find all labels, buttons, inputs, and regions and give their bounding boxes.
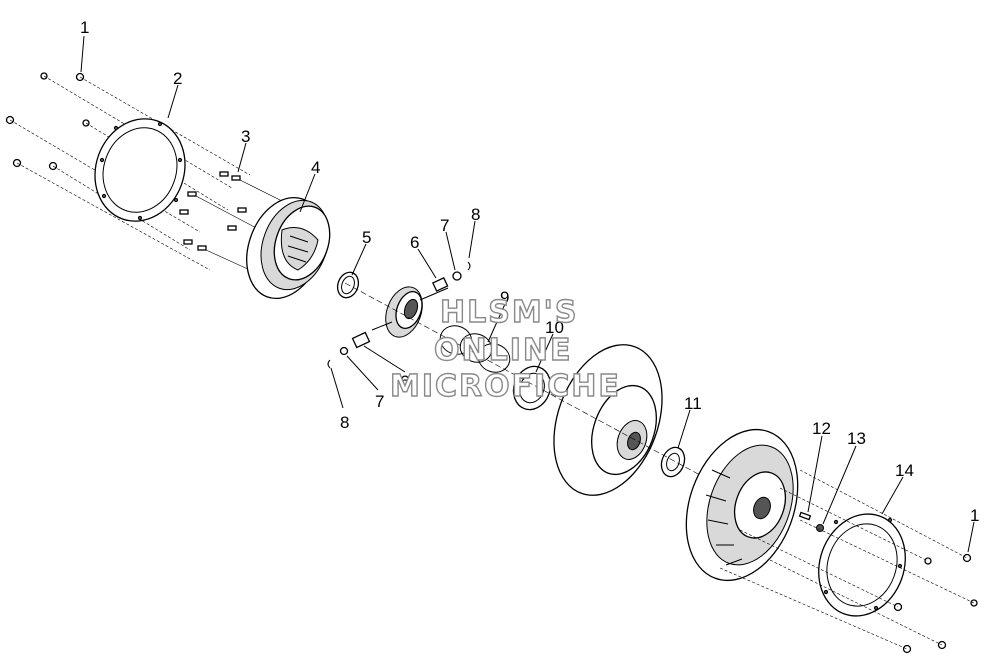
callout-6-lower: 6 [400,372,409,391]
callout-8-upper: 8 [471,205,480,224]
right-gasket [818,513,906,617]
left-gasket [94,118,186,222]
callout-7-upper: 7 [440,216,449,235]
callout-10: 10 [545,318,564,337]
callout-13: 13 [847,429,866,448]
right-bolt-group [719,469,978,654]
callout-3: 3 [241,127,250,146]
callout-labels: 1 2 3 4 5 6 7 8 9 10 6 7 8 11 12 13 14 1 [80,18,979,525]
watermark-line-3: MICROFICHE [390,369,621,404]
callout-12: 12 [812,419,831,438]
leader-lines [80,35,975,553]
watermark-line-2: ONLINE [434,333,573,368]
callout-9: 9 [500,288,509,307]
watermark-line-1: HLSM'S [440,295,578,330]
sheave-disc [553,344,663,496]
callout-1-right: 1 [970,506,979,525]
spacer-washer [660,446,686,478]
assembly-axis [344,282,701,476]
center-hub-assembly [371,286,449,338]
callout-7-lower: 7 [375,392,384,411]
fan-sheave [685,428,824,582]
upper-bushing-set [432,261,471,292]
watermark: HLSM'S ONLINE MICROFICHE [389,294,621,404]
cover-housing [246,196,331,300]
callout-6-upper: 6 [410,233,419,252]
callout-11: 11 [684,394,702,413]
o-ring-set [439,325,552,411]
left-bolt-group [5,72,251,271]
callout-8-lower: 8 [340,413,349,432]
callout-14: 14 [895,461,914,480]
housing-bolts [179,171,291,271]
seal [336,271,360,299]
lower-bushing-set [327,331,371,369]
callout-5: 5 [362,228,371,247]
callout-4: 4 [311,158,320,177]
callout-2: 2 [173,69,182,88]
callout-1: 1 [80,18,89,37]
